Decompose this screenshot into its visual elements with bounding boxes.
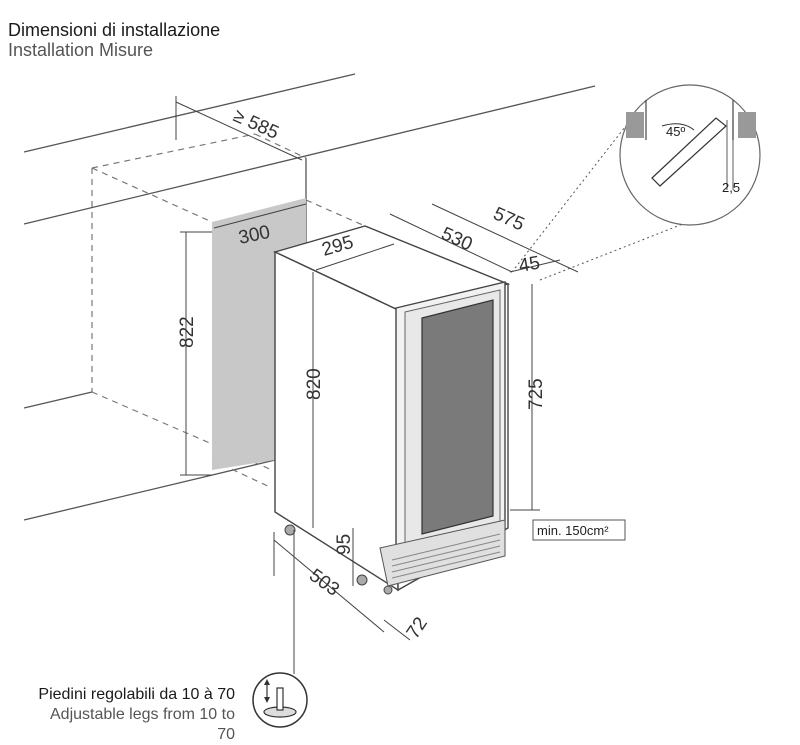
dimension-lines — [175, 96, 579, 674]
hinge-detail — [619, 84, 761, 226]
detail-gap: 2,5 — [722, 180, 740, 195]
diagram-title: Dimensioni di installazione Installation… — [8, 20, 220, 60]
dim-niche-height: 822 — [177, 316, 198, 348]
detail-angle: 45º — [666, 124, 685, 139]
dim-door-height: 725 — [526, 378, 547, 410]
vent-grille — [379, 519, 506, 587]
legs-note-english: Adjustable legs from 10 to 70 — [50, 706, 235, 743]
adjustable-feet — [284, 524, 393, 595]
legs-note: Piedini regolabili da 10 à 70 Adjustable… — [30, 685, 235, 745]
leg-adjust-icon — [252, 672, 308, 728]
title-english: Installation Misure — [8, 40, 154, 60]
vent-label: min. 150cm² — [537, 523, 609, 538]
dim-door: 45 — [517, 253, 541, 277]
vent-label-box — [532, 519, 626, 541]
legs-note-italian: Piedini regolabili da 10 à 70 — [38, 686, 235, 703]
title-italian: Dimensioni di installazione — [8, 20, 221, 40]
dim-plinth: 95 — [334, 534, 355, 555]
wall-lines — [23, 73, 596, 521]
dim-depth-body: 530 — [438, 223, 476, 255]
dim-depth-total: 575 — [490, 203, 528, 235]
detail-leader — [511, 99, 689, 281]
door — [395, 281, 506, 559]
niche-back-panel — [212, 198, 306, 470]
dim-height: 820 — [304, 368, 325, 400]
